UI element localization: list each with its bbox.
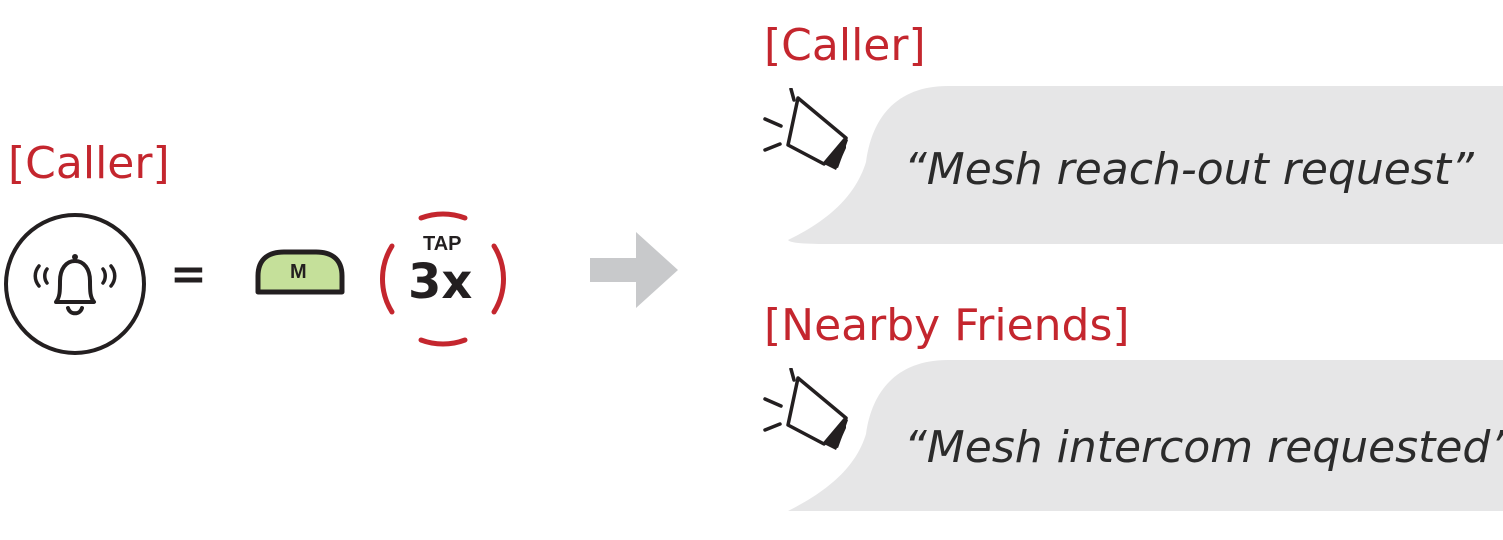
- speaker-icon: [763, 88, 848, 170]
- tap-ring-icon: [380, 211, 506, 347]
- speech-bubble-friends: [788, 360, 1503, 511]
- alarm-bell-icon: [4, 213, 146, 355]
- right-arrow-icon: [590, 232, 678, 308]
- caller-message: “Mesh reach-out request”: [904, 144, 1474, 195]
- tap-count-label: 3x: [408, 254, 473, 310]
- caller-heading-right: [Caller]: [764, 20, 926, 71]
- speaker-icon: [763, 368, 848, 450]
- caller-heading-left: [Caller]: [8, 138, 170, 189]
- friends-heading: [Nearby Friends]: [764, 300, 1130, 351]
- tap-label: TAP: [423, 233, 462, 255]
- equals-sign: =: [170, 249, 207, 300]
- speech-bubble-caller: [788, 86, 1503, 244]
- m-button-icon: [255, 249, 345, 295]
- m-button-label: M: [290, 261, 307, 283]
- friends-message: “Mesh intercom requested”: [904, 422, 1503, 473]
